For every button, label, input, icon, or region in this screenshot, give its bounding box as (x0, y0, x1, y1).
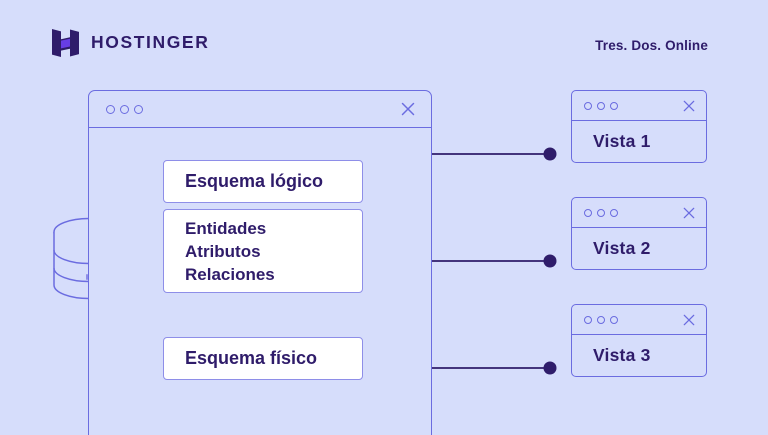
vista-2-body: Vista 2 (572, 228, 706, 269)
card-line: Esquema lógico (185, 171, 324, 191)
card-line: Entidades (185, 218, 267, 238)
close-x-icon[interactable] (683, 100, 695, 112)
main-window-titlebar (89, 91, 431, 128)
vista-1-titlebar (572, 91, 706, 121)
brand-wordmark: HOSTINGER (91, 32, 210, 53)
window-dots-icon (584, 315, 618, 324)
close-x-icon[interactable] (683, 207, 695, 219)
vista-window-3[interactable]: Vista 3 (571, 304, 707, 377)
card-esquema-logico[interactable]: Esquema lógico (163, 160, 363, 203)
window-dots-icon (584, 208, 618, 217)
vista-3-body: Vista 3 (572, 335, 706, 376)
card-line: Relaciones (185, 264, 275, 284)
vista-2-titlebar (572, 198, 706, 228)
vista-window-2[interactable]: Vista 2 (571, 197, 707, 270)
vista-3-titlebar (572, 305, 706, 335)
card-line: Esquema físico (185, 348, 318, 368)
hostinger-brand: HOSTINGER (52, 28, 209, 58)
connector-vista-1 (432, 147, 557, 161)
vista-1-body: Vista 1 (572, 121, 706, 162)
hostinger-h-logo-icon (52, 29, 79, 57)
window-dots-icon (106, 104, 143, 114)
connector-vista-3 (432, 361, 557, 375)
close-x-icon[interactable] (401, 102, 415, 116)
card-esquema-fisico[interactable]: Esquema físico (163, 337, 363, 380)
vista-label: Vista 3 (593, 345, 651, 365)
tagline: Tres. Dos. Online (595, 38, 708, 53)
vista-label: Vista 2 (593, 238, 651, 258)
close-x-icon[interactable] (683, 314, 695, 326)
vista-window-1[interactable]: Vista 1 (571, 90, 707, 163)
card-line: Atributos (185, 241, 261, 261)
window-dots-icon (584, 101, 618, 110)
connector-vista-2 (432, 254, 557, 268)
vista-label: Vista 1 (593, 131, 651, 151)
card-entidades-atributos-relaciones[interactable]: Entidades Atributos Relaciones (163, 209, 363, 293)
